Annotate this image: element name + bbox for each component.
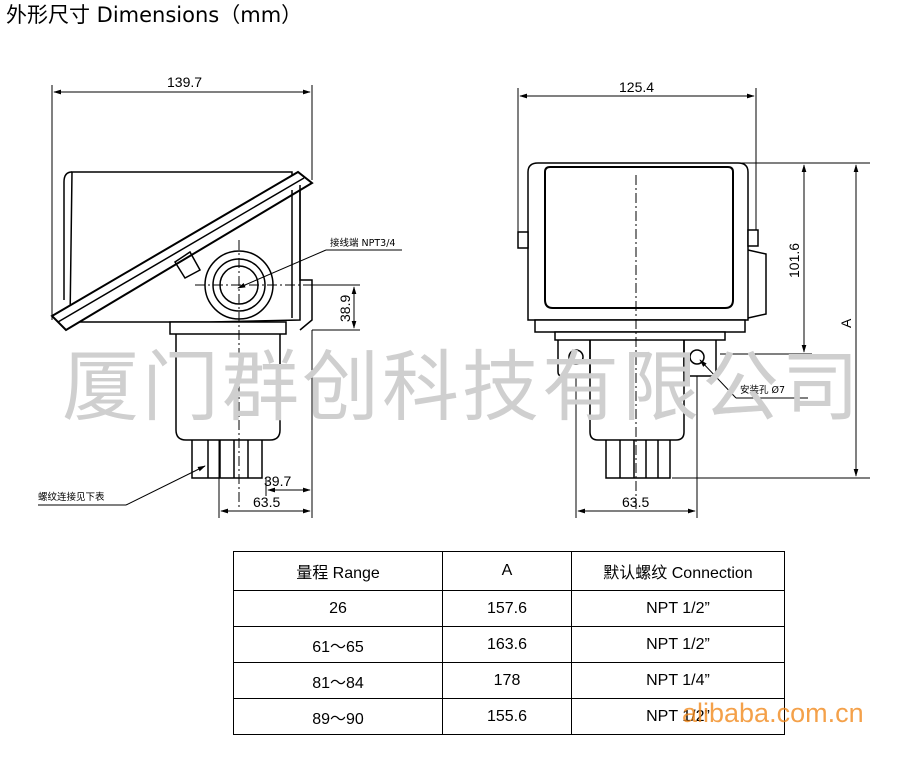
table-row: 81～84 178 NPT 1/4”	[233, 662, 785, 699]
page-title: 外形尺寸 Dimensions（mm）	[6, 3, 303, 27]
cell-a: 178	[442, 662, 572, 699]
dim-A: A	[838, 318, 854, 328]
dim-101-6: 101.6	[786, 243, 802, 278]
cell-connection: NPT 1/2”	[571, 626, 785, 663]
cell-range: 26	[233, 590, 443, 627]
cell-a: 157.6	[442, 590, 572, 627]
thread-note: 螺纹连接见下表	[38, 491, 105, 503]
table-header-row: 量程 Range A 默认螺纹 Connection	[233, 551, 785, 591]
terminal-note: 接线端 NPT3/4	[330, 237, 395, 249]
dim-63-5-left: 63.5	[253, 494, 280, 510]
dim-38-9: 38.9	[337, 295, 353, 322]
cell-a: 155.6	[442, 698, 572, 735]
cell-connection: NPT 1/2”	[571, 698, 785, 735]
front-view	[517, 162, 767, 479]
site-watermark: alibaba.com.cn	[682, 698, 864, 728]
spec-table: 量程 Range A 默认螺纹 Connection 26 157.6 NPT …	[233, 551, 785, 735]
cell-range: 89～90	[233, 698, 443, 735]
hole-note: 安装孔 Ø7	[740, 384, 785, 396]
dim-39-7: 39.7	[264, 473, 291, 489]
header-a: A	[442, 551, 572, 591]
dim-63-5-right: 63.5	[622, 494, 649, 510]
company-watermark: 厦门群创科技有限公司	[62, 344, 862, 433]
cell-range: 61～65	[233, 626, 443, 663]
cell-a: 163.6	[442, 626, 572, 663]
header-connection: 默认螺纹 Connection	[571, 551, 785, 591]
cell-connection: NPT 1/2”	[571, 590, 785, 627]
table-row: 26 157.6 NPT 1/2”	[233, 590, 785, 627]
dim-125-4: 125.4	[619, 79, 654, 95]
cell-connection: NPT 1/4”	[571, 662, 785, 699]
table-row: 61～65 163.6 NPT 1/2”	[233, 626, 785, 663]
cell-range: 81～84	[233, 662, 443, 699]
dim-139-7: 139.7	[167, 74, 202, 90]
header-range: 量程 Range	[233, 551, 443, 591]
dimension-drawing: 139.7 38.9 39.7 63.5 接线端 NPT3/4 螺纹连接见下表	[38, 74, 870, 518]
table-row: 89～90 155.6 NPT 1/2”	[233, 698, 785, 735]
